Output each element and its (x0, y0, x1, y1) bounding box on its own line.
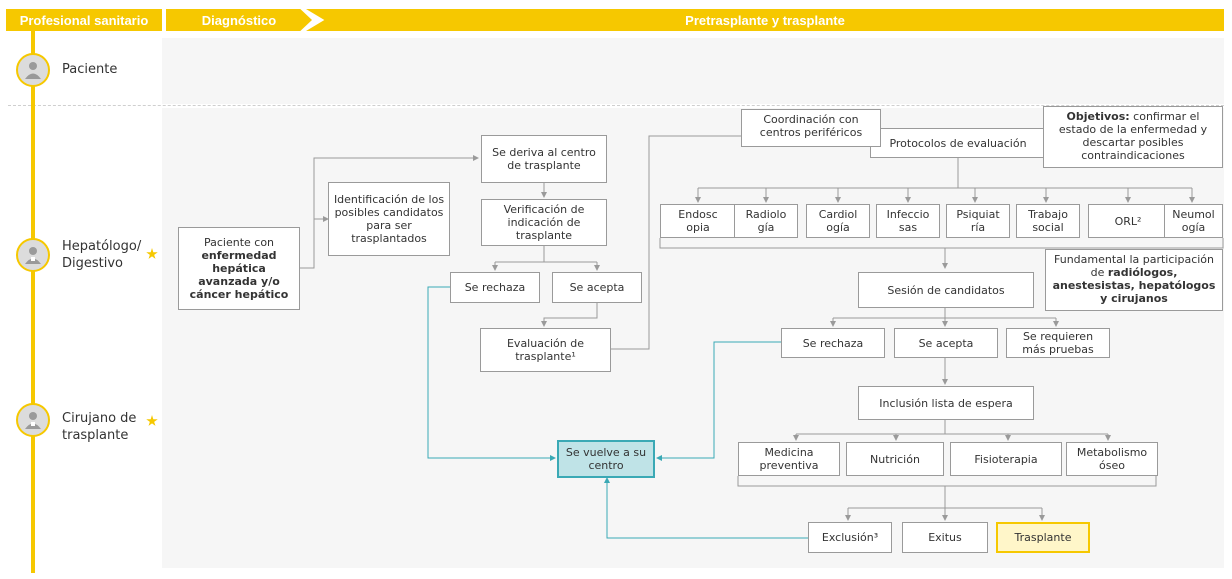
callout-objetivos-bold: Objetivos: (1066, 110, 1130, 123)
lane-separator (8, 105, 1224, 106)
box-protocolos: Protocolos de evaluación (870, 128, 1046, 158)
box-exclusion: Exclusión³ (808, 522, 892, 553)
box-orl: ORL² (1088, 204, 1168, 238)
header-phase-diagnostico: Diagnóstico (166, 9, 312, 31)
box-nutricion: Nutrición (846, 442, 944, 476)
doctor-avatar-icon (16, 238, 50, 272)
box-trabajo-social: Trabajo social (1016, 204, 1080, 238)
role-cirujano-line1: Cirujano de (62, 411, 137, 426)
callout-objetivos-rest: confirmar el estado de la enfermedad y d… (1058, 110, 1208, 162)
star-icon (146, 248, 158, 259)
box-neumologia: Neumol ogía (1164, 204, 1223, 238)
box-exitus: Exitus (902, 522, 988, 553)
role-cirujano: Cirujano de trasplante (62, 410, 136, 444)
surgeon-avatar-icon (16, 403, 50, 437)
header-phase-pretrasplante: Pretrasplante y trasplante (306, 9, 1224, 31)
box-identificacion: Identificación de los posibles candidato… (328, 182, 450, 256)
box-verificacion: Verificación de indicación de trasplante (481, 199, 607, 246)
patient-avatar-icon (16, 53, 50, 87)
box-acepta-2: Se acepta (894, 328, 998, 358)
box-metabolismo: Metabolismo óseo (1066, 442, 1158, 476)
box-deriva: Se deriva al centro de trasplante (481, 135, 607, 183)
role-hepatologo: Hepatólogo/ Digestivo (62, 238, 141, 272)
box-psiquiatria: Psiquiat ría (946, 204, 1010, 238)
lane-paciente (162, 38, 1224, 104)
box-vuelve-centro: Se vuelve a su centro (557, 440, 655, 478)
timeline-bar (31, 31, 35, 573)
callout-fundamental-line2: radiólogos, anestesistas, hepatólogos y … (1052, 266, 1216, 305)
box-cardiologia: Cardiol ogía (806, 204, 870, 238)
box-rechaza-1: Se rechaza (450, 272, 540, 303)
box-endoscopia: Endosc opia (660, 204, 736, 238)
box-sesion: Sesión de candidatos (858, 272, 1034, 308)
role-paciente: Paciente (62, 62, 118, 77)
box-acepta-1: Se acepta (552, 272, 642, 303)
role-cirujano-line2: trasplante (62, 428, 129, 443)
box-inclusion: Inclusión lista de espera (858, 386, 1034, 420)
callout-coordinacion: Coordinación con centros periféricos (741, 109, 881, 147)
header-role-column: Profesional sanitario (6, 9, 162, 31)
role-hepatologo-line1: Hepatólogo/ (62, 239, 142, 254)
role-hepatologo-line2: Digestivo (62, 256, 124, 271)
box-paciente-line1: Paciente con (203, 236, 275, 249)
box-infecciosas: Infeccio sas (876, 204, 940, 238)
box-mas-pruebas: Se requieren más pruebas (1006, 328, 1110, 358)
callout-fundamental-line1: Fundamental la participación de (1054, 253, 1214, 279)
box-paciente-line2: enfermedad hepática avanzada y/o cáncer … (189, 249, 289, 301)
star-icon (146, 415, 158, 426)
box-paciente-enfermedad: Paciente con enfermedad hepática avanzad… (178, 227, 300, 310)
callout-fundamental: Fundamental la participación de radiólog… (1045, 249, 1223, 311)
box-rechaza-2: Se rechaza (781, 328, 885, 358)
box-medicina: Medicina preventiva (738, 442, 840, 476)
callout-objetivos: Objetivos: confirmar el estado de la enf… (1043, 106, 1223, 168)
box-fisioterapia: Fisioterapia (950, 442, 1062, 476)
box-evaluacion: Evaluación de trasplante¹ (480, 328, 611, 372)
box-radiologia: Radiolo gía (734, 204, 798, 238)
box-trasplante: Trasplante (996, 522, 1090, 553)
